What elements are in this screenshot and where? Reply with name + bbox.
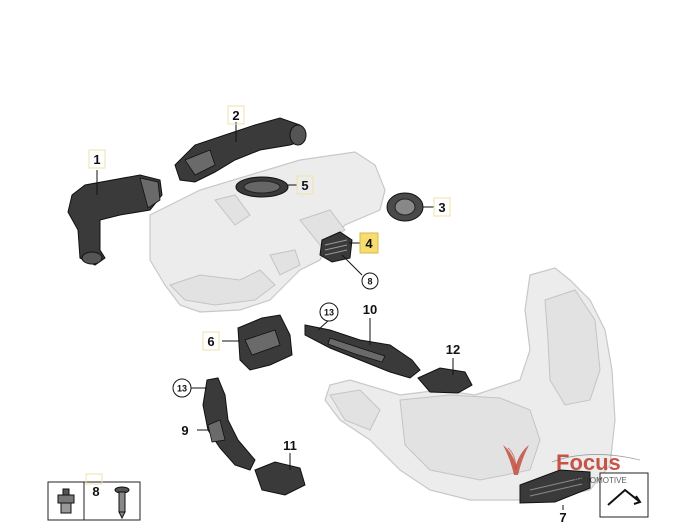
circled-callout-8-ring (361, 272, 379, 290)
callout-6-box (202, 331, 220, 351)
callout-2-box (227, 105, 245, 125)
callout-5: 5 (301, 178, 308, 193)
callout-5-box (296, 175, 314, 195)
dashboard-ghost (149, 151, 386, 313)
callout-1-box (88, 149, 106, 169)
part-2-upper-air-duct (174, 117, 307, 183)
callout-10: 10 (363, 302, 377, 317)
part-11-outlet (254, 461, 306, 496)
screw-icon (114, 486, 130, 520)
watermark-brand: Focus (556, 450, 621, 475)
fastener-legend-box: 8 (47, 473, 141, 521)
circled-callout-13b-ring (172, 378, 192, 398)
circled-callout-8: 8 (367, 277, 372, 287)
callout-2: 2 (232, 108, 239, 123)
callout-7: 7 (559, 510, 566, 525)
stamp-icon (599, 472, 649, 518)
legend-label-8: 8 (92, 484, 99, 499)
callouts: 1 2 3 4 5 6 7 9 10 11 12 8 13 13 (88, 105, 567, 525)
callout-3: 3 (438, 200, 445, 215)
circled-callout-13a: 13 (324, 308, 334, 318)
leader-lines (96, 122, 564, 510)
center-console-ghost (324, 267, 616, 501)
circled-callout-13b: 13 (177, 384, 187, 394)
part-1-left-air-duct (67, 174, 163, 266)
callout-6: 6 (207, 334, 214, 349)
part-10-floor-duct (304, 324, 421, 379)
callout-1: 1 (93, 152, 100, 167)
part-6-duct-piece (237, 314, 293, 371)
circled-callout-13a-ring (319, 302, 339, 322)
callout-4-highlight (359, 232, 379, 254)
part-12-outlet (417, 367, 473, 394)
part-7-rear-vent (519, 469, 591, 504)
part-5-speaker-grille (235, 176, 289, 198)
callout-12: 12 (446, 342, 460, 357)
callout-11: 11 (283, 438, 297, 453)
callout-9: 9 (181, 423, 188, 438)
bolt-icon (57, 488, 75, 514)
callout-3-box (433, 197, 451, 217)
part-9-rear-duct (202, 377, 256, 471)
part-4-center-vent (319, 231, 353, 263)
watermark-tagline: AUTOMOTIVE (574, 476, 627, 485)
watermark-logo: Focus AUTOMOTIVE (503, 445, 641, 485)
callout-4: 4 (365, 236, 373, 251)
part-3-round-vent (386, 192, 424, 222)
